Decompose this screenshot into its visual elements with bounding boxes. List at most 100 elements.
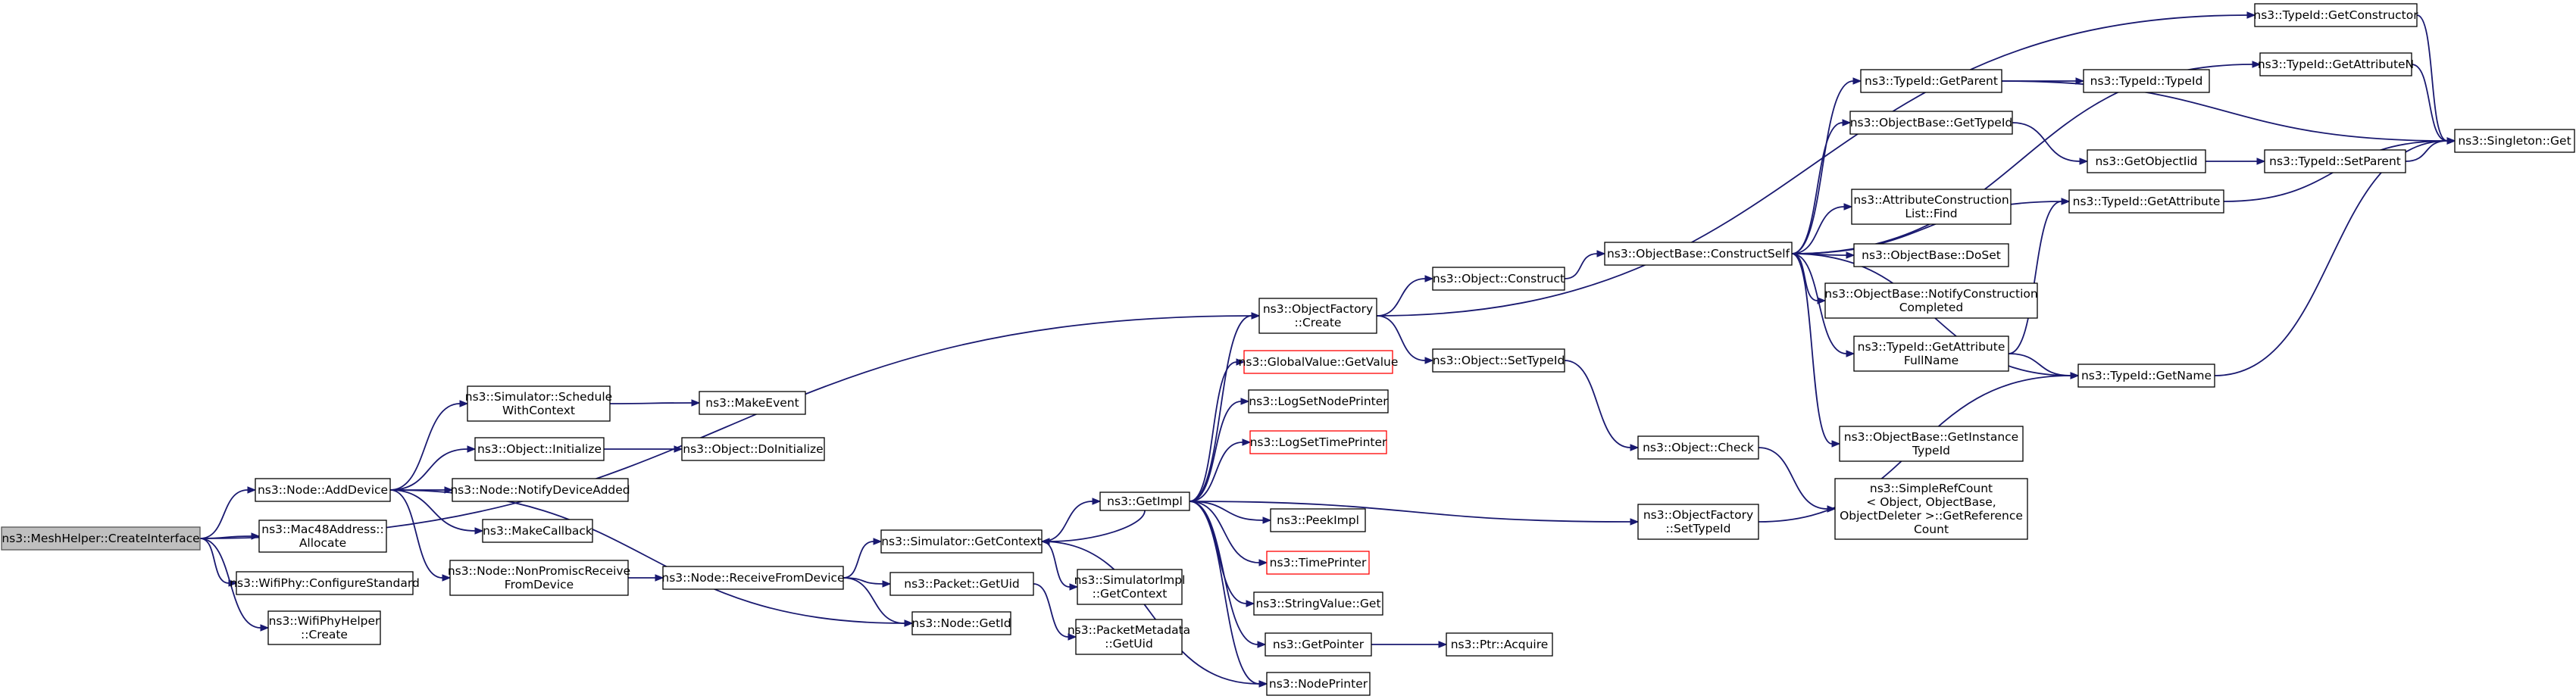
node-object-set-type-id[interactable]: ns3::Object::SetTypeId — [1432, 348, 1565, 373]
arrowhead — [1842, 119, 1852, 126]
node-wifi-phy-helper-create[interactable]: ns3::WifiPhyHelper::Create — [267, 610, 381, 645]
node-box — [2259, 52, 2412, 76]
node-label: ObjectDeleter >::GetReference — [1840, 509, 2023, 523]
node-object-factory-set-type-id[interactable]: ns3::ObjectFactory::SetTypeId — [1637, 504, 1759, 540]
node-make-event[interactable]: ns3::MakeEvent — [699, 391, 806, 415]
node-label: Allocate — [299, 536, 346, 550]
node-box — [1, 526, 201, 551]
node-type-id-get-attribute[interactable]: ns3::TypeId::GetAttribute — [2068, 189, 2224, 214]
arrowhead — [1817, 297, 1827, 304]
node-label: ns3::ObjectBase::GetInstance — [1844, 430, 2018, 444]
edge-object-set-type-id-to-object-check — [1564, 360, 1640, 451]
node-label: ns3::Object::Construct — [1433, 272, 1565, 286]
node-ptr-acquire[interactable]: ns3::Ptr::Acquire — [1446, 632, 1553, 657]
node-node-get-id[interactable]: ns3::Node::GetId — [911, 611, 1011, 635]
arrowhead — [467, 445, 477, 453]
node-object-check[interactable]: ns3::Object::Check — [1637, 435, 1759, 460]
node-simple-ref-count[interactable]: ns3::SimpleRefCount< Object, ObjectBase,… — [1834, 478, 2028, 540]
arrowhead — [1596, 250, 1606, 257]
arrowhead — [1846, 350, 1855, 357]
node-create-interface[interactable]: ns3::MeshHelper::CreateInterface — [1, 526, 201, 551]
node-simulator-get-context[interactable]: ns3::Simulator::GetContext — [880, 529, 1043, 554]
node-label: ns3::ObjectBase::NotifyConstruction — [1824, 287, 2037, 301]
node-type-id-set-parent[interactable]: ns3::TypeId::SetParent — [2264, 149, 2406, 173]
node-do-initialize[interactable]: ns3::Object::DoInitialize — [681, 437, 825, 461]
arrowhead — [1258, 680, 1268, 688]
edge-get-pointer-to-ptr-acquire — [1371, 641, 1448, 648]
node-label: ns3::TypeId::GetAttribute — [1858, 340, 2005, 354]
node-get-impl[interactable]: ns3::GetImpl — [1099, 491, 1190, 511]
node-label: Count — [1914, 523, 1949, 536]
node-box — [1839, 426, 2024, 462]
edge-construct-self-to-notify-construction-completed — [1791, 253, 1827, 304]
node-label: ns3::Node::ReceiveFromDevice — [661, 571, 844, 585]
node-box — [467, 385, 611, 422]
node-global-value-get-value[interactable]: ns3::GlobalValue::GetValue — [1239, 350, 1399, 374]
arrowhead — [904, 619, 914, 627]
arrowhead — [459, 400, 469, 407]
arrowhead — [2256, 158, 2266, 165]
node-notify-construction-completed[interactable]: ns3::ObjectBase::NotifyConstructionCompl… — [1824, 282, 2038, 319]
node-label: ns3::ObjectFactory — [1643, 508, 1753, 522]
edge-add-device-to-node-get-id — [389, 489, 914, 627]
arrowhead — [1240, 398, 1250, 405]
node-make-callback[interactable]: ns3::MakeCallback — [482, 519, 593, 543]
node-simulator-impl-get-context[interactable]: ns3::SimulatorImpl::GetContext — [1074, 569, 1186, 605]
node-type-id-get-constructor[interactable]: ns3::TypeId::GetConstructor — [2253, 3, 2418, 27]
node-label: ns3::NodePrinter — [1269, 677, 1368, 691]
node-mac48-allocate[interactable]: ns3::Mac48Address::Allocate — [258, 520, 387, 553]
node-time-printer[interactable]: ns3::TimePrinter — [1266, 551, 1370, 575]
node-object-base-get-type-id[interactable]: ns3::ObjectBase::GetTypeId — [1849, 111, 2013, 135]
node-packet-metadata-get-uid[interactable]: ns3::PacketMetadata::GetUid — [1068, 619, 1190, 655]
node-log-set-time-printer[interactable]: ns3::LogSetTimePrinter — [1249, 430, 1387, 454]
node-label: ::Create — [301, 628, 348, 641]
node-log-set-node-printer[interactable]: ns3::LogSetNodePrinter — [1248, 389, 1389, 413]
edge-add-device-to-object-initialize — [389, 445, 477, 491]
node-receive-from-device[interactable]: ns3::Node::ReceiveFromDevice — [661, 566, 845, 590]
node-object-initialize[interactable]: ns3::Object::Initialize — [474, 437, 605, 461]
node-add-device[interactable]: ns3::Node::AddDevice — [255, 478, 391, 502]
node-box — [2068, 189, 2224, 214]
edge-add-device-to-non-promisc-receive — [389, 489, 452, 582]
node-label: ns3::LogSetNodePrinter — [1249, 395, 1388, 408]
node-label: ns3::SimulatorImpl — [1074, 573, 1186, 587]
arrowhead — [1831, 440, 1841, 448]
node-label: List::Find — [1905, 207, 1957, 220]
edge-object-factory-create-to-object-set-type-id — [1376, 315, 1434, 364]
node-peek-impl[interactable]: ns3::PeekImpl — [1270, 508, 1366, 532]
node-type-id-get-name[interactable]: ns3::TypeId::GetName — [2077, 364, 2215, 388]
node-box — [889, 572, 1034, 596]
node-object-construct[interactable]: ns3::Object::Construct — [1432, 267, 1565, 291]
node-box — [2254, 3, 2418, 27]
node-construct-self[interactable]: ns3::ObjectBase::ConstructSelf — [1604, 242, 1793, 266]
node-packet-get-uid[interactable]: ns3::Packet::GetUid — [889, 572, 1034, 596]
node-label: ns3::MakeCallback — [483, 524, 592, 538]
node-type-id-type-id[interactable]: ns3::TypeId::TypeId — [2083, 69, 2210, 93]
node-object-factory-create[interactable]: ns3::ObjectFactory::Create — [1258, 298, 1377, 334]
node-box — [482, 519, 593, 543]
node-get-object-iid[interactable]: ns3::GetObjectIid — [2087, 149, 2206, 173]
node-box — [1077, 569, 1183, 605]
node-label: ns3::GetImpl — [1107, 495, 1183, 508]
node-notify-device-added[interactable]: ns3::Node::NotifyDeviceAdded — [450, 478, 630, 502]
node-node-printer[interactable]: ns3::NodePrinter — [1266, 672, 1371, 696]
node-singleton-get[interactable]: ns3::Singleton::Get — [2454, 129, 2575, 153]
node-label: ns3::Ptr::Acquire — [1451, 638, 1549, 651]
node-string-value-get[interactable]: ns3::StringValue::Get — [1253, 591, 1383, 616]
arrowhead — [1630, 444, 1640, 451]
edge-type-id-get-name-to-singleton-get — [2214, 137, 2456, 376]
node-type-id-get-parent[interactable]: ns3::TypeId::GetParent — [1860, 69, 2002, 93]
node-label: ns3::AttributeConstruction — [1853, 193, 2009, 207]
edge-schedule-with-context-to-make-event — [609, 399, 701, 407]
node-get-pointer[interactable]: ns3::GetPointer — [1265, 632, 1372, 657]
node-object-base-do-set[interactable]: ns3::ObjectBase::DoSet — [1853, 243, 2009, 267]
edge-get-object-iid-to-type-id-set-parent — [2206, 158, 2266, 165]
node-type-id-get-attribute-n[interactable]: ns3::TypeId::GetAttributeN — [2258, 52, 2414, 76]
node-configure-standard[interactable]: ns3::WifiPhy::ConfigureStandard — [230, 571, 420, 595]
arrowhead — [444, 486, 454, 494]
